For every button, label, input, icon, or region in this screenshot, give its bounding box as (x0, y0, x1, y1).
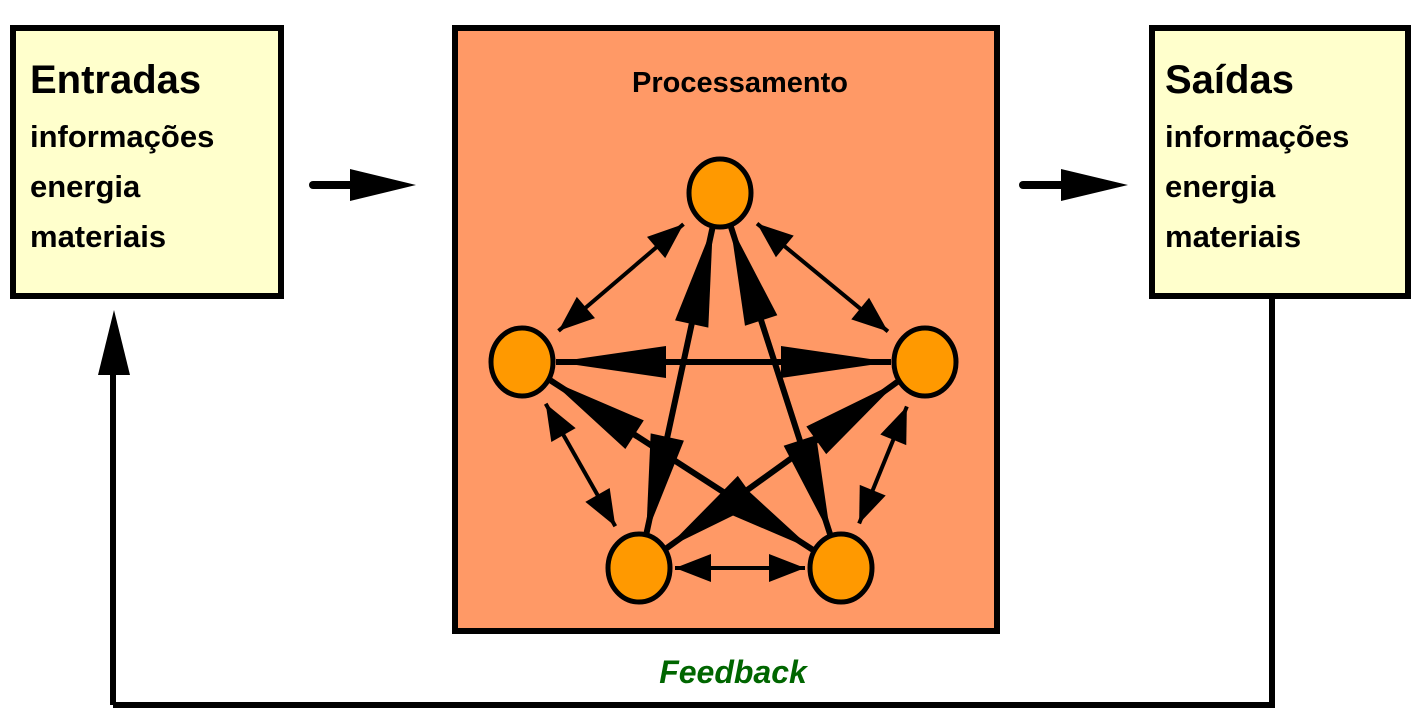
arrowhead (666, 475, 758, 549)
outputs-item: materiais (1165, 219, 1301, 254)
arrowhead (675, 226, 713, 328)
inputs-item: materiais (30, 219, 166, 254)
process-node (605, 531, 673, 605)
arrowhead (558, 296, 595, 331)
feedback-arrowhead (98, 310, 130, 375)
input-flow-arrow (309, 169, 416, 201)
arrowhead (730, 225, 778, 326)
arrowhead (781, 346, 891, 378)
outputs-title: Saídas (1165, 58, 1294, 102)
process-box: Processamento (452, 25, 1000, 634)
inputs-title: Entradas (30, 58, 201, 102)
edge-top-left (557, 222, 685, 333)
arrowhead (550, 380, 644, 449)
inputs-item: informações (30, 119, 214, 154)
edge-top-right (755, 221, 890, 334)
arrowhead (675, 554, 711, 582)
process-node (891, 325, 959, 399)
inputs-box: Entradas informações energia materiais (10, 25, 284, 299)
edge-top-bottomright (727, 224, 834, 537)
process-title: Processamento (632, 67, 848, 99)
arrowhead (647, 224, 684, 259)
arrowhead (757, 223, 794, 258)
arrowhead (806, 381, 898, 455)
edge-right-bottomright (857, 405, 909, 525)
arrowhead (783, 435, 831, 536)
edge-bottomleft-bottomright (675, 554, 805, 582)
outputs-item: energia (1165, 169, 1276, 204)
process-network-nodes (488, 156, 959, 605)
process-network-edges (543, 221, 909, 582)
edge-right-bottomleft (664, 379, 900, 551)
output-flow-arrow (1019, 169, 1128, 201)
arrowhead (851, 297, 888, 332)
process-node (488, 325, 556, 399)
arrowhead (880, 406, 907, 446)
arrowhead (556, 346, 666, 378)
arrowhead (545, 403, 576, 442)
outputs-item: informações (1165, 119, 1349, 154)
inputs-item: energia (30, 169, 141, 204)
edge-left-right (556, 346, 891, 378)
feedback-loop: Feedback (98, 296, 1275, 708)
feedback-label: Feedback (659, 654, 809, 690)
arrowhead (769, 554, 805, 582)
outputs-box: Saídas informações energia materiais (1149, 25, 1411, 299)
process-node (686, 156, 754, 230)
edge-left-bottomleft (543, 402, 618, 528)
process-node (807, 531, 875, 605)
arrowhead (859, 484, 886, 524)
arrowhead (585, 488, 616, 527)
